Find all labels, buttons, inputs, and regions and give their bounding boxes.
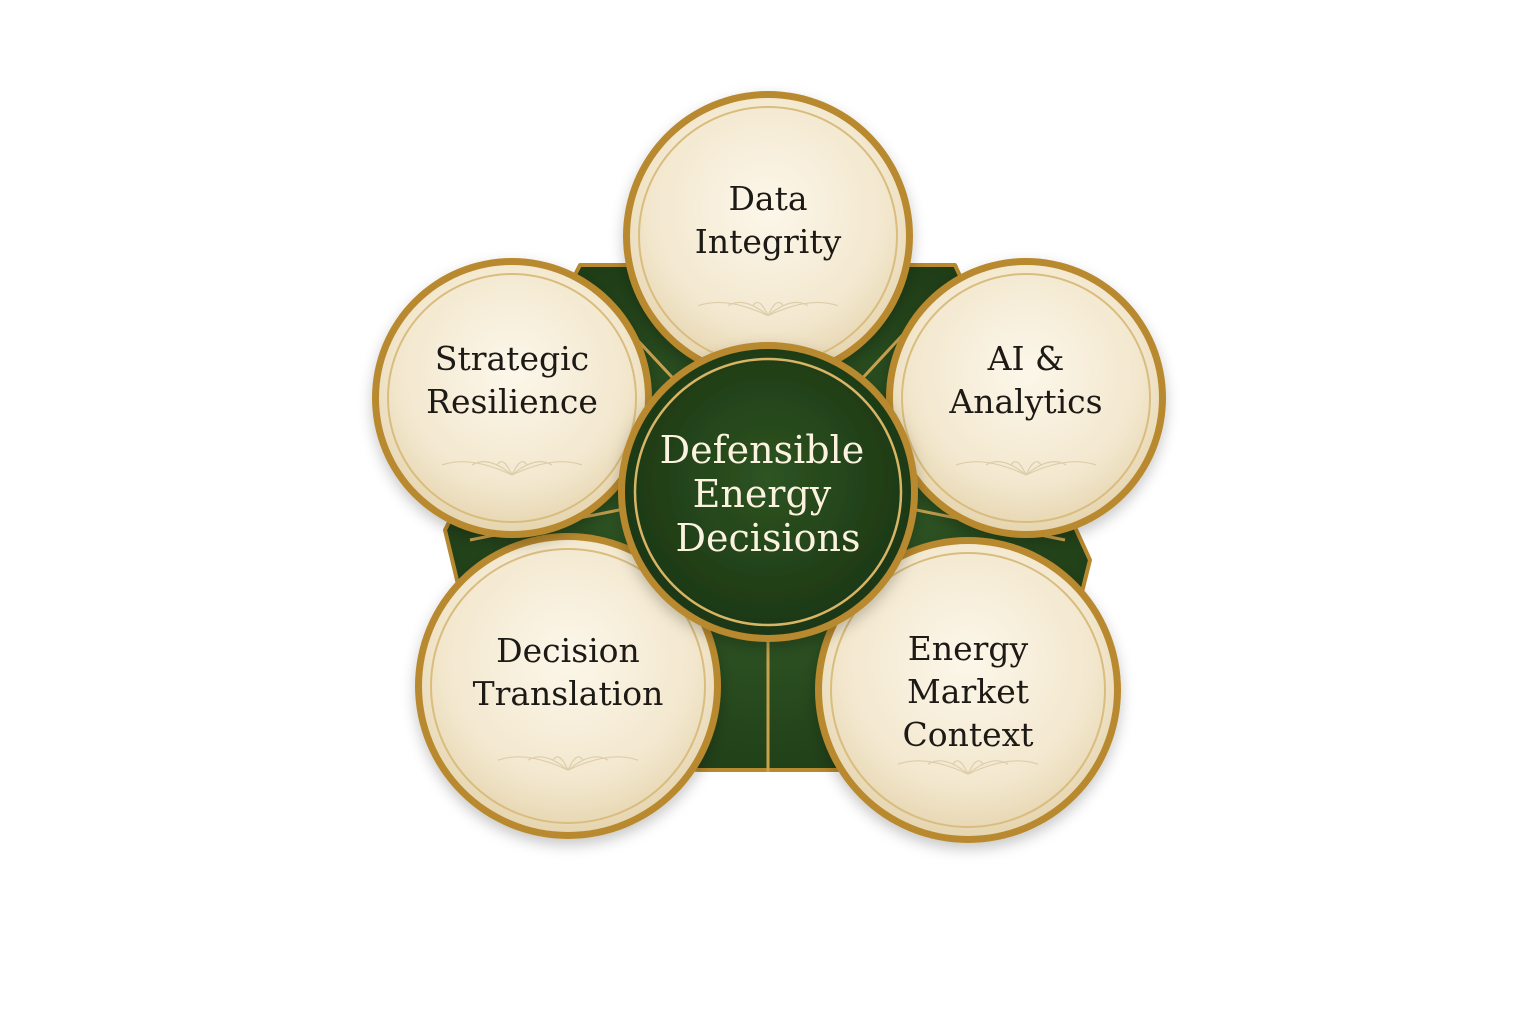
node-strategic-resilience-label-line-1: Strategic bbox=[435, 339, 589, 378]
node-vein bbox=[527, 756, 569, 771]
node-vein bbox=[952, 760, 969, 775]
node-vein bbox=[727, 301, 769, 317]
node-decision-translation-label-line-1: Decision bbox=[496, 631, 640, 670]
node-decision-translation-disc-group bbox=[415, 533, 721, 839]
node-decision-translation-disc bbox=[422, 540, 714, 832]
center-label-line-1: Defensible bbox=[660, 428, 865, 472]
node-vein bbox=[767, 301, 784, 316]
node-energy-market-context-disc-group bbox=[815, 537, 1121, 843]
node-decision-translation-veins bbox=[497, 756, 639, 771]
node-vein bbox=[967, 760, 984, 775]
node-strategic-resilience-inner-ring bbox=[387, 273, 637, 523]
node-vein bbox=[967, 760, 1039, 775]
node-decision-translation-label-line-2: Translation bbox=[473, 674, 664, 713]
node-vein bbox=[767, 301, 839, 317]
node-energy-market-context-label-line-2: Market bbox=[907, 672, 1029, 711]
node-vein bbox=[471, 461, 513, 476]
node-energy-market-context-label-line-3: Context bbox=[902, 715, 1033, 754]
node-vein bbox=[552, 756, 569, 771]
node-vein bbox=[1025, 461, 1042, 476]
node-vein bbox=[441, 461, 513, 476]
node-energy-market-context-disc bbox=[822, 544, 1114, 836]
node-vein bbox=[985, 461, 1027, 476]
node-energy-market-context-label-line-1: Energy bbox=[908, 629, 1029, 668]
node-vein bbox=[1025, 461, 1097, 476]
node-strategic-resilience-disc-group bbox=[372, 258, 652, 538]
node-vein bbox=[1025, 461, 1067, 476]
node-data-integrity-label-line-1: Data bbox=[728, 179, 807, 218]
node-data-integrity-veins bbox=[697, 301, 839, 317]
node-energy-market-context-inner-ring bbox=[830, 552, 1106, 828]
node-vein bbox=[511, 461, 553, 476]
node-strategic-resilience-veins bbox=[441, 461, 583, 476]
node-vein bbox=[767, 301, 809, 317]
center-label-line-2: Energy bbox=[693, 472, 832, 516]
node-data-integrity-label-line-2: Integrity bbox=[695, 222, 842, 261]
center-hub bbox=[618, 342, 918, 642]
node-data-integrity-disc-group bbox=[623, 91, 913, 381]
node-vein bbox=[752, 301, 769, 316]
node-ai-analytics-inner-ring bbox=[901, 273, 1151, 523]
center-label: Defensible Energy Decisions bbox=[660, 428, 877, 560]
center-label-line-3: Decisions bbox=[676, 516, 861, 560]
node-vein bbox=[955, 461, 1027, 476]
node-vein bbox=[567, 756, 609, 771]
node-ai-analytics-label: AI & Analytics bbox=[948, 339, 1102, 421]
node-vein bbox=[1010, 461, 1027, 476]
node-vein bbox=[511, 461, 528, 476]
node-ai-analytics-label-line-2: Analytics bbox=[948, 382, 1102, 421]
node-vein bbox=[927, 760, 969, 775]
node-vein bbox=[496, 461, 513, 476]
node-vein bbox=[967, 760, 1009, 775]
node-vein bbox=[897, 760, 969, 775]
node-vein bbox=[567, 756, 639, 771]
node-ai-analytics: AI & Analytics bbox=[886, 258, 1166, 538]
node-vein bbox=[567, 756, 584, 771]
node-vein bbox=[497, 756, 569, 771]
center-hub-inner-ring bbox=[633, 357, 903, 627]
node-strategic-resilience-label-line-2: Resilience bbox=[426, 382, 598, 421]
node-ai-analytics-veins bbox=[955, 461, 1097, 476]
center-hub-disc bbox=[625, 349, 911, 635]
node-ai-analytics-disc-group bbox=[886, 258, 1166, 538]
node-energy-market-context-veins bbox=[897, 760, 1039, 775]
node-ai-analytics-label-line-1: AI & bbox=[987, 339, 1065, 378]
node-decision-translation-inner-ring bbox=[430, 548, 706, 824]
node-vein bbox=[697, 301, 769, 317]
node-vein bbox=[511, 461, 583, 476]
